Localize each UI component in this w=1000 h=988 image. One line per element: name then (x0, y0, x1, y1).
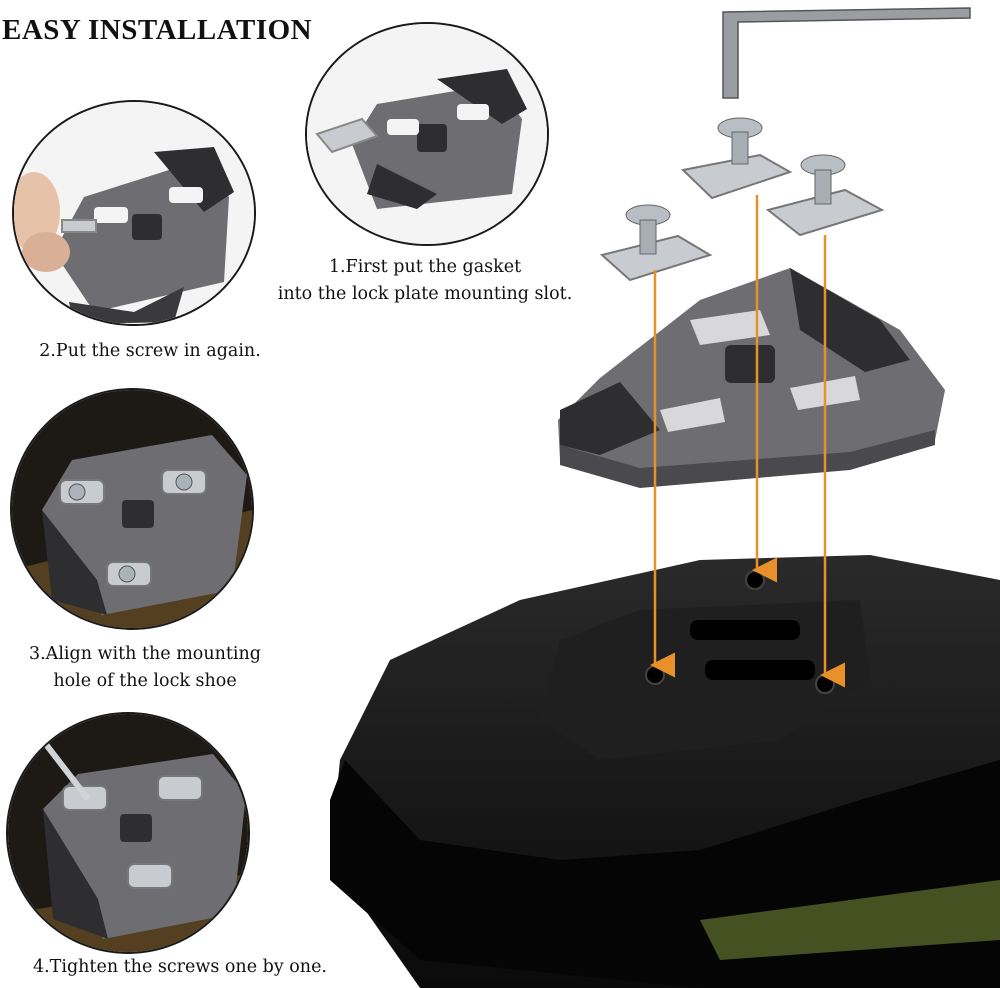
shoe-sole-icon (330, 555, 1000, 988)
step1-line2: into the lock plate mounting slot. (277, 284, 573, 304)
step3-line1: 3.Align with the mounting (28, 644, 261, 664)
step4-line1: 4.Tighten the screws one by one. (32, 957, 327, 977)
allen-key-icon (722, 7, 971, 99)
step4-text: 4.Tighten the screws one by one. (0, 954, 360, 981)
cleat-icon (307, 24, 547, 244)
step4-photo (6, 712, 250, 954)
cleat-icon (12, 390, 252, 628)
step1-line1: 1.First put the gasket (328, 257, 522, 277)
step1-text: 1.First put the gasket into the lock pla… (250, 254, 600, 308)
washer-icon (599, 153, 885, 282)
cleat-icon (14, 102, 254, 324)
step3-text: 3.Align with the mounting hole of the lo… (0, 641, 290, 695)
page-title: EASY INSTALLATION (2, 14, 313, 46)
step3-line2: hole of the lock shoe (53, 671, 237, 691)
cleat-icon (558, 268, 945, 488)
step3-photo (10, 388, 254, 630)
arrow-down-icon (650, 195, 845, 688)
allen-key-icon (35, 732, 91, 801)
step1-photo (305, 22, 549, 246)
bolt-icon (625, 117, 846, 255)
cleat-icon (8, 714, 248, 952)
step2-text: 2.Put the screw in again. (10, 338, 290, 365)
step2-photo (12, 100, 256, 326)
step2-line1: 2.Put the screw in again. (39, 341, 261, 361)
